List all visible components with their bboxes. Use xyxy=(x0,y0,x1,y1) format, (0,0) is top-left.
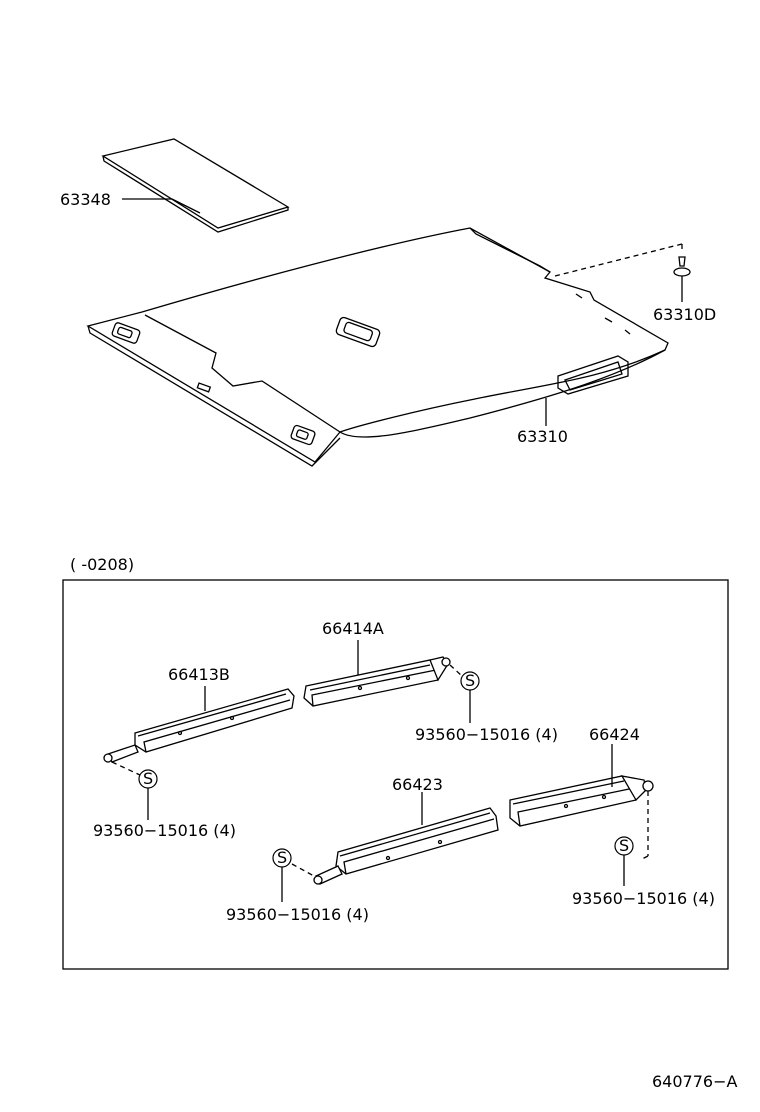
dash-screw-4b xyxy=(639,855,649,861)
dash-screw-1 xyxy=(111,761,141,776)
label-63348: 63348 xyxy=(60,190,111,209)
leader-63348-b xyxy=(171,198,201,214)
rail-66424-part xyxy=(509,775,654,827)
label-63310D: 63310D xyxy=(653,305,716,324)
clip-63310D-part xyxy=(554,243,691,302)
label-63310: 63310 xyxy=(517,427,568,446)
screw-symbol-text-2: S xyxy=(465,671,475,690)
dash-screw-3 xyxy=(291,863,315,877)
screw-symbol-text-3: S xyxy=(277,848,287,867)
label-66414A: 66414A xyxy=(322,619,384,638)
label-screw-2: 93560−15016 (4) xyxy=(415,725,558,744)
screw-symbol-text-4: S xyxy=(619,836,629,855)
label-date-range: ( -0208) xyxy=(70,555,134,574)
label-screw-1: 93560−15016 (4) xyxy=(93,821,236,840)
drawing-number: 640776−A xyxy=(652,1072,737,1091)
headliner-part xyxy=(86,227,669,467)
label-screw-4: 93560−15016 (4) xyxy=(572,889,715,908)
rail-66414A-part xyxy=(303,656,451,707)
label-66424: 66424 xyxy=(589,725,640,744)
label-screw-3: 93560−15016 (4) xyxy=(226,905,369,924)
screw-symbol-text-1: S xyxy=(143,769,153,788)
label-66423: 66423 xyxy=(392,775,443,794)
detail-frame xyxy=(62,579,729,970)
dash-screw-2 xyxy=(449,664,463,677)
sunshade-panel-part xyxy=(101,138,290,233)
rail-66423-part xyxy=(313,807,499,885)
rail-66413B-part xyxy=(103,688,295,763)
label-66413B: 66413B xyxy=(168,665,230,684)
